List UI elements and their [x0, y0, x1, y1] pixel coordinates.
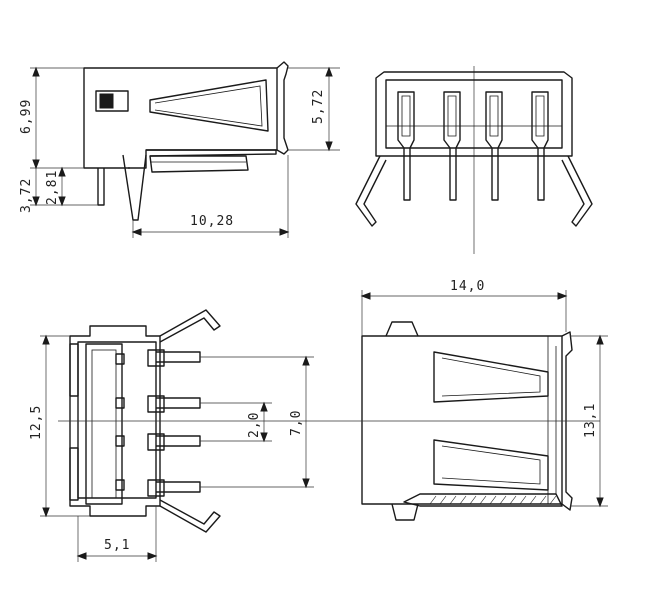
hatch-rail — [429, 495, 557, 505]
dim-height-top: 5,72 — [311, 89, 326, 124]
dim-width-total: 14,0 — [450, 279, 485, 294]
dim-width-side: 13,1 — [583, 403, 598, 438]
dim-depth-bottom: 5,1 — [104, 538, 130, 553]
side-view — [30, 61, 340, 238]
dimension-labels: 6,99 3,72 2,81 10,28 5,72 14,0 13,1 12,5… — [19, 89, 598, 553]
dim-height-pin: 3,72 — [19, 178, 34, 213]
bottom-view — [40, 309, 330, 562]
contact-pins — [397, 91, 549, 201]
dim-pitch-outer: 7,0 — [289, 410, 304, 436]
end-view — [355, 66, 593, 254]
dim-height-front: 12,5 — [29, 405, 44, 440]
dim-height-pin-short: 2,81 — [45, 170, 60, 205]
top-view — [330, 290, 608, 521]
arrowheads — [32, 66, 604, 560]
dim-length-body: 10,28 — [190, 214, 234, 229]
dim-pitch-inner: 2,0 — [247, 412, 262, 438]
dim-height-total: 6,99 — [19, 99, 34, 134]
